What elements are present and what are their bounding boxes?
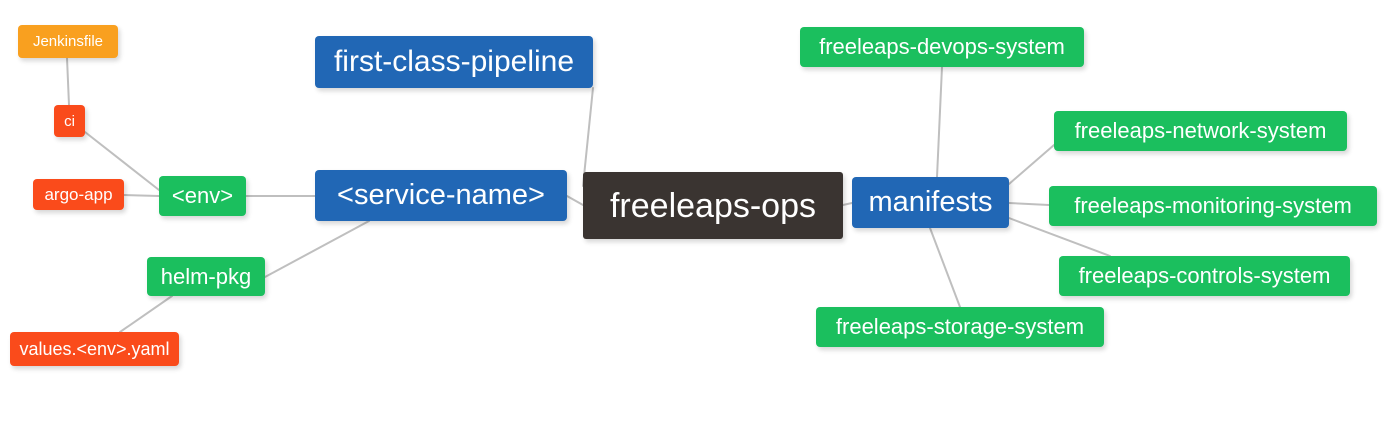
edge-manifests-to-network-system [1008, 144, 1055, 185]
edge-helm-pkg-to-values-yaml [119, 295, 173, 333]
node-label: manifests [868, 186, 993, 218]
node-freeleaps-storage-system[interactable]: freeleaps-storage-system [816, 307, 1104, 347]
node-freeleaps-monitoring-system[interactable]: freeleaps-monitoring-system [1049, 186, 1377, 226]
node-values-env-yaml[interactable]: values.<env>.yaml [10, 332, 179, 366]
node-label: first-class-pipeline [333, 45, 575, 78]
edge-manifests-to-monitoring-system [1008, 202, 1050, 206]
node-label: freeleaps-devops-system [819, 34, 1065, 59]
node-label: freeleaps-monitoring-system [1074, 193, 1352, 218]
node-label: freeleaps-ops [609, 186, 816, 225]
edge-root-to-manifests [842, 202, 853, 206]
edge-service-name-to-helm-pkg [264, 220, 370, 278]
node-label: freeleaps-storage-system [835, 314, 1085, 339]
node-jenkinsfile[interactable]: Jenkinsfile [18, 25, 118, 58]
edge-manifests-to-devops-system [936, 66, 943, 178]
node-freeleaps-ops[interactable]: freeleaps-ops [583, 172, 843, 239]
edge-root-to-service-name [566, 195, 584, 206]
edge-env-to-argo-app [123, 194, 160, 197]
node-label: <service-name> [337, 179, 545, 211]
node-argo-app[interactable]: argo-app [33, 179, 124, 210]
node-manifests[interactable]: manifests [852, 177, 1009, 228]
node-label: ci [64, 112, 75, 130]
node-env[interactable]: <env> [159, 176, 246, 216]
node-freeleaps-controls-system[interactable]: freeleaps-controls-system [1059, 256, 1350, 296]
node-label: argo-app [44, 185, 113, 204]
node-label: <env> [171, 183, 234, 208]
node-freeleaps-network-system[interactable]: freeleaps-network-system [1054, 111, 1347, 151]
node-service-name[interactable]: <service-name> [315, 170, 567, 221]
node-label: freeleaps-network-system [1074, 118, 1327, 143]
node-first-class-pipeline[interactable]: first-class-pipeline [315, 36, 593, 88]
node-ci[interactable]: ci [54, 105, 85, 137]
node-helm-pkg[interactable]: helm-pkg [147, 257, 265, 296]
edge-ci-to-jenkinsfile [66, 57, 70, 106]
node-label: values.<env>.yaml [19, 339, 170, 359]
edge-manifests-to-storage-system [929, 227, 961, 308]
node-label: helm-pkg [160, 263, 252, 289]
node-label: freeleaps-controls-system [1078, 263, 1331, 288]
node-freeleaps-devops-system[interactable]: freeleaps-devops-system [800, 27, 1084, 67]
node-label: Jenkinsfile [32, 33, 104, 50]
